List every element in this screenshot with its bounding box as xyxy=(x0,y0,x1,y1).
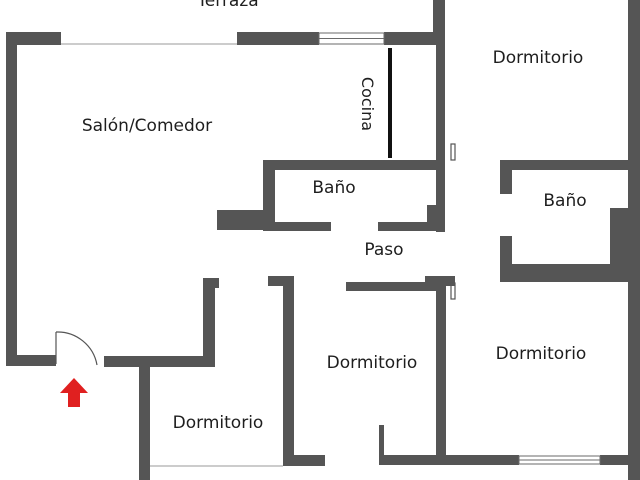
wall-salon-bottom-right xyxy=(104,356,215,367)
wall-bano-right-left-a xyxy=(500,160,512,194)
door-bano-center xyxy=(450,143,456,161)
wall-bano-right-bottom xyxy=(500,264,640,282)
wall-salon-lower-v xyxy=(203,278,215,366)
wall-dorm-bl-left xyxy=(139,356,150,480)
wall-kitchen-right xyxy=(436,0,445,232)
wall-corridor-top-right xyxy=(425,276,455,286)
wall-bottom-left xyxy=(6,355,56,366)
door-dorm-right xyxy=(450,282,456,300)
label-bano-center: Baño xyxy=(312,178,355,198)
wall-top-right xyxy=(384,32,444,45)
wall-bano-bottom-b xyxy=(378,222,445,231)
wall-bano-right-top xyxy=(500,160,640,170)
wall-dorm-center-left-v xyxy=(283,276,294,466)
wall-bano-bottom-a xyxy=(263,222,331,231)
windows xyxy=(61,32,601,467)
wall-top-mid xyxy=(237,32,319,45)
label-dormitorio-center: Dormitorio xyxy=(327,353,418,373)
room-labels: Terraza Salón/Comedor Cocina Dormitorio … xyxy=(82,0,587,433)
wall-top-left xyxy=(6,32,61,45)
entrance-arrow-icon xyxy=(60,378,88,407)
kitchen-divider xyxy=(388,48,392,158)
label-salon: Salón/Comedor xyxy=(82,116,212,136)
walls xyxy=(6,0,640,480)
wall-left-outer xyxy=(6,32,17,366)
label-cocina: Cocina xyxy=(358,77,377,131)
door-entrance xyxy=(55,331,98,366)
wall-right-outer-top xyxy=(628,0,640,480)
wall-dorm-center-bottom-stub xyxy=(379,425,384,465)
label-dormitorio-bottom-left: Dormitorio xyxy=(173,413,264,433)
wall-corridor-top xyxy=(346,282,446,291)
wall-bano-right-stub xyxy=(427,205,445,231)
wall-bano-top xyxy=(263,160,444,170)
wall-salon-lower-stub xyxy=(203,278,219,288)
label-terraza: Terraza xyxy=(196,0,258,11)
label-paso: Paso xyxy=(364,240,403,260)
label-dormitorio-top-right: Dormitorio xyxy=(493,48,584,68)
wall-dorm-center-bottom xyxy=(283,455,325,466)
wall-bano-stub xyxy=(217,210,275,230)
wall-dorm-center-left xyxy=(268,276,293,286)
wall-dorm-right-bottom xyxy=(379,455,519,465)
wall-dorm-right-bottom-b xyxy=(600,455,640,465)
label-dormitorio-right: Dormitorio xyxy=(496,344,587,364)
wall-dorm-center-right xyxy=(436,282,446,462)
label-bano-right: Baño xyxy=(543,191,586,211)
wall-bano-right-inner xyxy=(610,208,630,268)
doors xyxy=(55,143,456,366)
